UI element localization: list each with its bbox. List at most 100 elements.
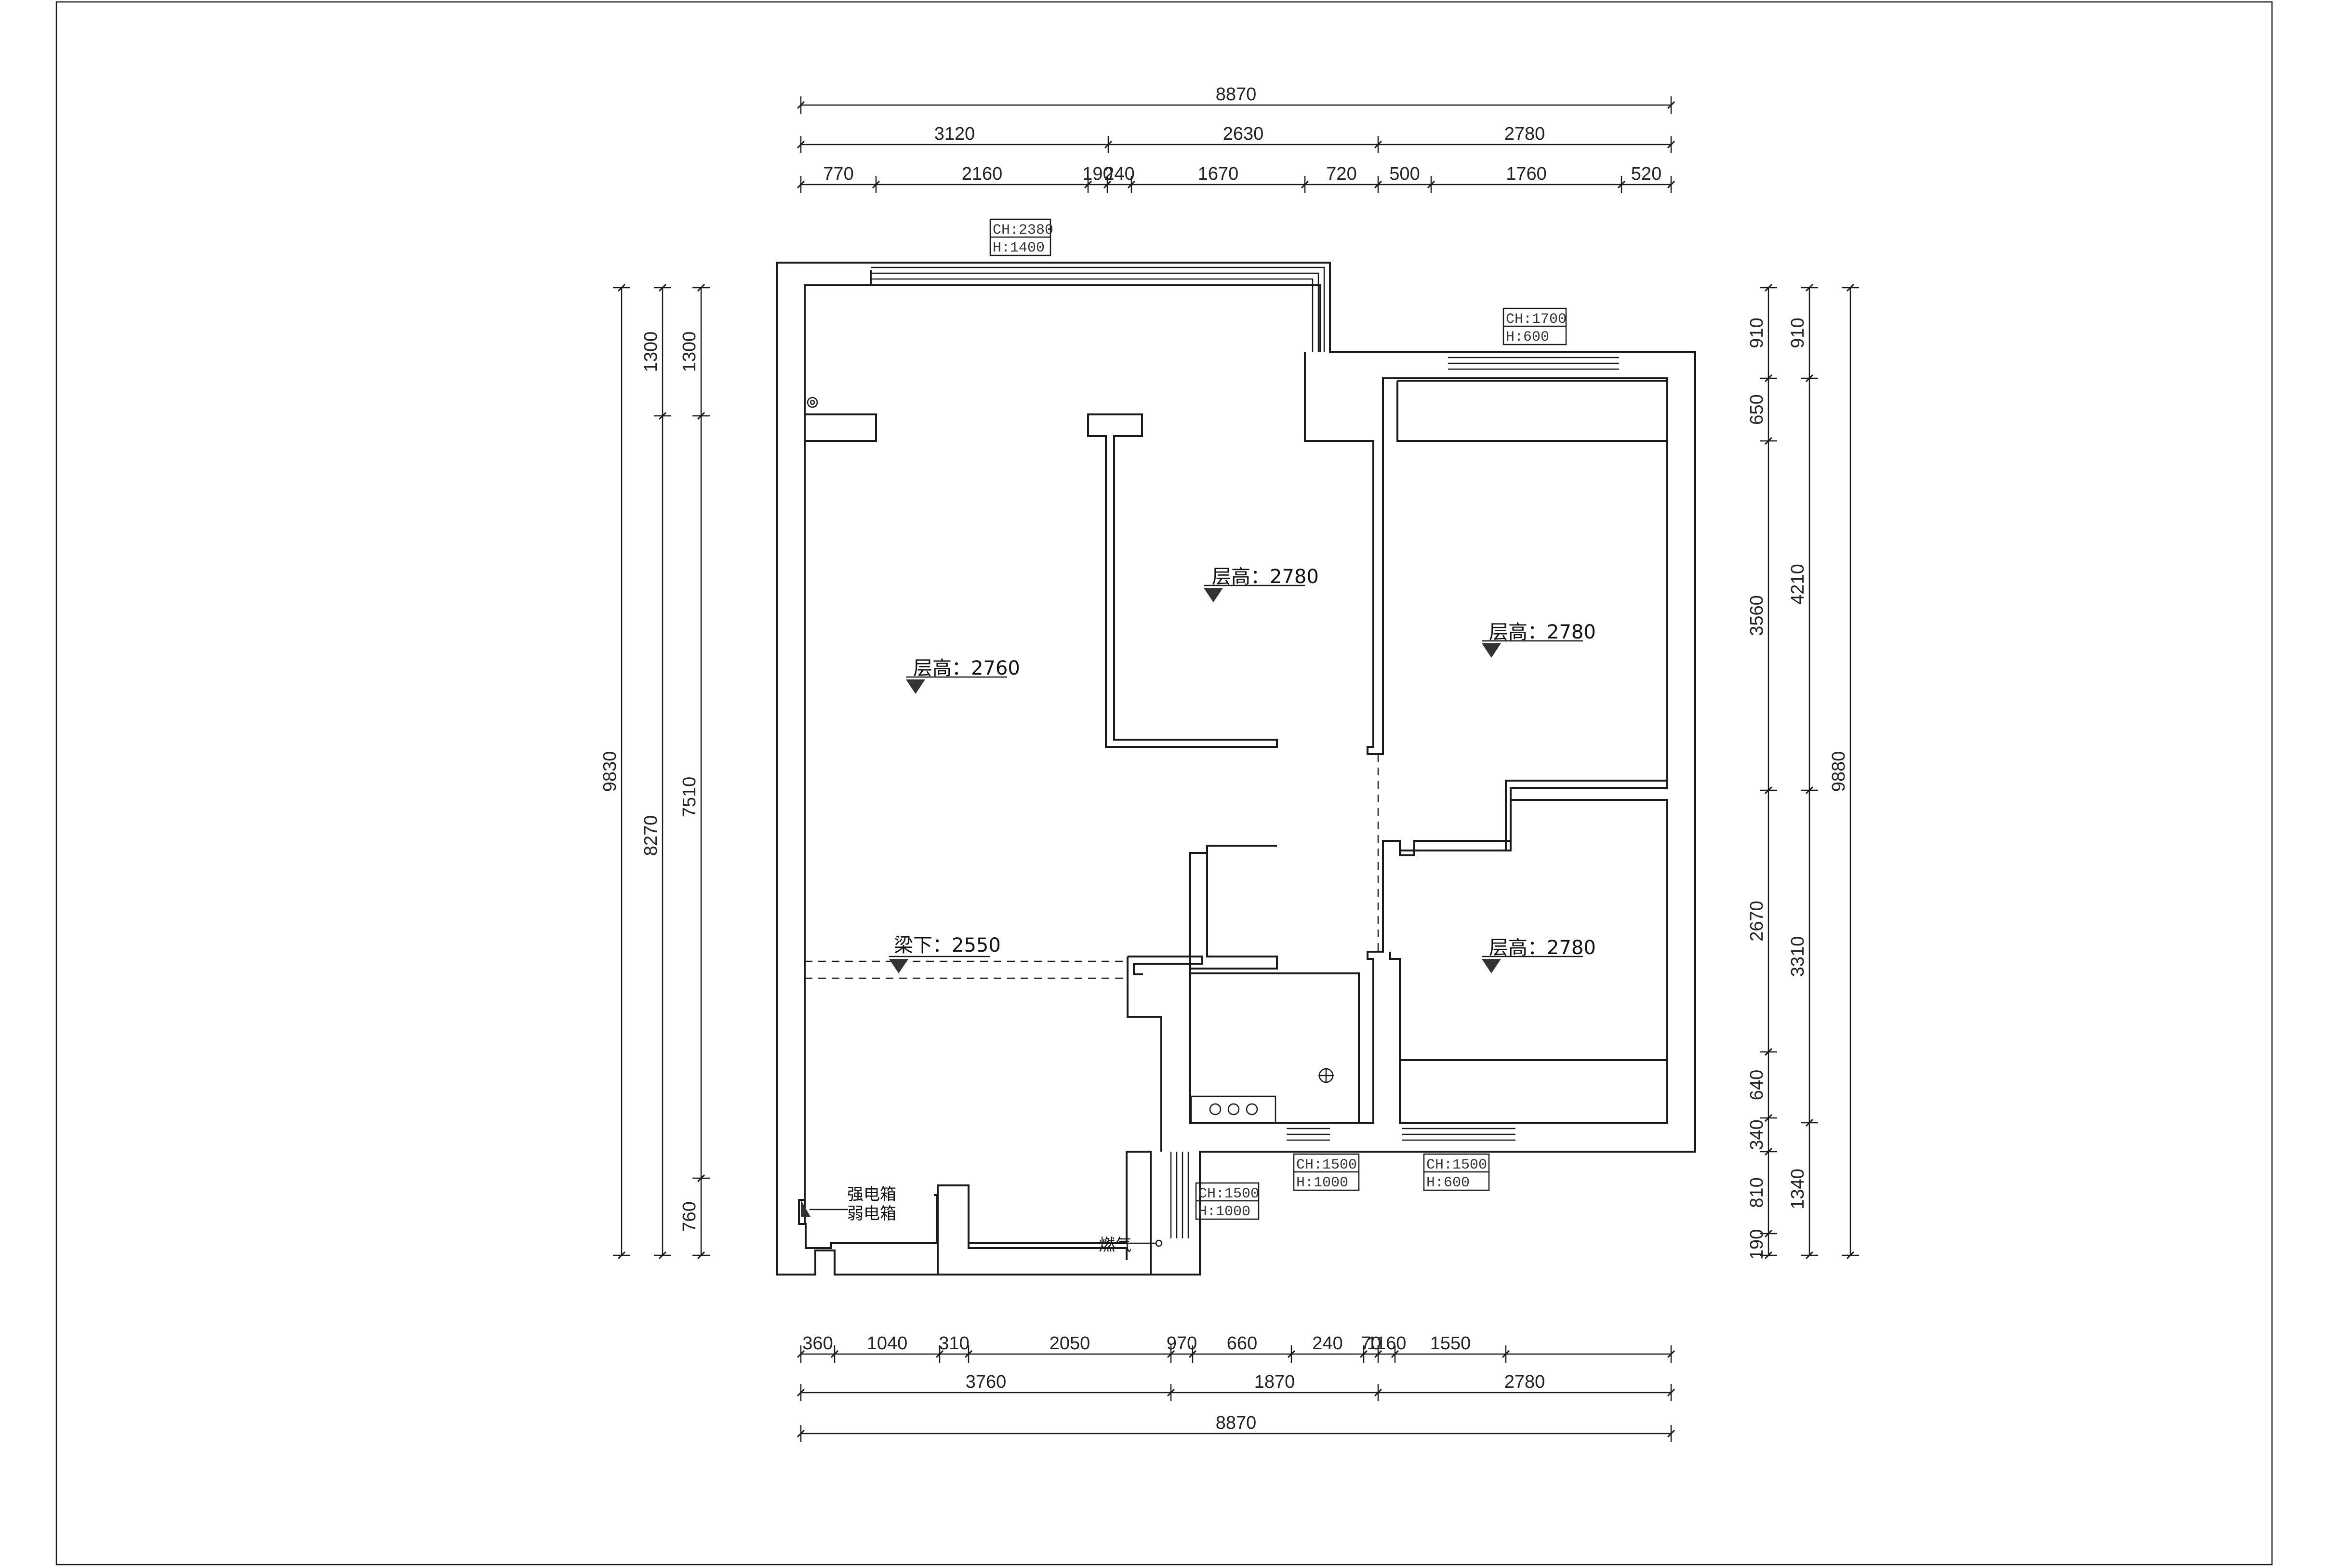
level-marker-icon — [1482, 959, 1501, 973]
level-marker-icon — [889, 959, 908, 973]
window-tag-line: CH:1500 — [1426, 1157, 1487, 1173]
entry-wall — [1127, 957, 1162, 1152]
dim-right-outer-label: 9880 — [1829, 751, 1849, 792]
dimension-tick — [1374, 140, 1382, 149]
dim-bottom-row1-label: 1040 — [867, 1333, 908, 1354]
dimension-tick — [935, 1350, 944, 1358]
dimension-tick — [797, 101, 805, 109]
dimension-tick — [1764, 1114, 1773, 1122]
dimension-tick — [1805, 1251, 1814, 1260]
dim-right-mid-label: 4210 — [1788, 564, 1808, 605]
dim-bottom-row2-label: 2780 — [1504, 1372, 1545, 1392]
stove-icon — [1190, 1095, 1276, 1124]
dimension-tick — [1667, 140, 1675, 149]
dimension-tick — [697, 412, 705, 420]
ceiling-height-bedroom3: 层高：2780 — [1489, 937, 1596, 959]
weak-electric-box-label: 弱电箱 — [847, 1204, 896, 1223]
dimension-tick — [964, 1350, 973, 1358]
dimension-tick — [1127, 180, 1136, 189]
dimension-tick — [1846, 283, 1855, 292]
dimension-tick — [1301, 180, 1309, 189]
dimension-tick — [1764, 1251, 1773, 1260]
dimension-tick — [1805, 1118, 1814, 1127]
dim-top-overall-label: 8870 — [1216, 84, 1257, 105]
window-tag-line: CH:2380 — [993, 222, 1053, 239]
dim-right-inner-label: 340 — [1747, 1119, 1767, 1150]
balcony-railing — [871, 266, 1325, 352]
dim-bottom-row1-label: 240 — [1312, 1333, 1342, 1354]
dimension-tick — [617, 283, 626, 292]
fixtures — [801, 397, 1334, 1247]
dimension-tick — [797, 180, 805, 189]
dimension-tick — [1167, 1388, 1175, 1397]
dimension-tick — [1359, 1350, 1368, 1358]
dim-bottom-row1-label: 1550 — [1430, 1333, 1471, 1354]
strong-electric-box-label: 强电箱 — [847, 1185, 896, 1204]
dimension-tick — [1287, 1350, 1296, 1358]
dim-bottom-row2-label: 1870 — [1254, 1372, 1295, 1392]
dimension-tick — [1374, 180, 1382, 189]
dimension-tick — [1617, 180, 1626, 189]
window-tag-line: H:600 — [1426, 1175, 1470, 1191]
dim-left-inner-label: 7510 — [679, 777, 700, 818]
drain-icon — [807, 397, 818, 408]
dimension-tick — [797, 1350, 805, 1358]
window-tag-line: CH:1500 — [1296, 1157, 1357, 1173]
dimension-tick — [1391, 1350, 1399, 1358]
living-room-wall — [805, 270, 1321, 352]
dim-top-row3-label: 240 — [1104, 164, 1134, 184]
dim-left-mid-label: 1300 — [641, 332, 661, 372]
dimension-tick — [1764, 1048, 1773, 1056]
window-tag-line: H:600 — [1506, 329, 1549, 345]
dim-right-inner-label: 910 — [1747, 318, 1767, 348]
window-tag-entry: CH:1500 H:1000 — [1195, 1182, 1260, 1220]
dimension-tick — [1188, 1350, 1197, 1358]
dimension-tick — [1805, 786, 1814, 795]
dimension-tick — [617, 1251, 626, 1260]
window-tag-line: CH:1700 — [1506, 311, 1567, 328]
master-bedroom-spine — [1087, 413, 1278, 748]
dimension-tick — [1805, 283, 1814, 292]
dimension-tick — [797, 1429, 805, 1438]
window-tag-line: H:1000 — [1198, 1204, 1250, 1220]
dimension-tick — [797, 1388, 805, 1397]
dimension-tick — [1764, 437, 1773, 445]
dim-bottom-row1-label: 970 — [1167, 1333, 1197, 1354]
dim-bottom-row1-label: 660 — [1227, 1333, 1257, 1354]
drawing-border — [55, 1, 2273, 1566]
dimension-tick — [1427, 180, 1435, 189]
window-tag-balcony: CH:2380 H:1400 — [989, 218, 1053, 256]
dimension-tick — [697, 283, 705, 292]
dimension-tick — [1501, 1350, 1510, 1358]
gas-label: 燃气 — [1099, 1236, 1131, 1255]
dimension-tick — [1667, 1350, 1675, 1358]
dim-bottom-overall-label: 8870 — [1216, 1413, 1257, 1433]
dimension-tick — [872, 180, 880, 189]
window-entry-side — [1170, 1152, 1189, 1238]
window-tag-bedroom-bottom: CH:1500 H:600 — [1423, 1153, 1490, 1191]
dimension-tick — [1103, 180, 1112, 189]
dim-right-inner-label: 650 — [1747, 394, 1767, 425]
wall-top-block — [805, 413, 877, 442]
dim-left-outer-label: 9830 — [600, 751, 620, 792]
dimension-tick — [1667, 1388, 1675, 1397]
entry-bottom-wall — [949, 1184, 1128, 1260]
electric-box-icon — [801, 1200, 810, 1217]
kitchen-room — [1189, 972, 1360, 1124]
dimension-tick — [1764, 374, 1773, 383]
dim-right-inner-label: 190 — [1747, 1229, 1767, 1260]
dim-right-inner-label: 810 — [1747, 1177, 1767, 1208]
dim-bottom-row1-label: 360 — [802, 1333, 833, 1354]
dimension-tick — [697, 1174, 705, 1183]
dimension-tick — [1374, 1388, 1382, 1397]
window-bedroom-bottom — [1402, 1122, 1515, 1141]
ceiling-height-master: 层高：2780 — [1212, 566, 1319, 588]
dim-top-row3-label: 720 — [1326, 164, 1356, 184]
dim-bottom-row2-label: 3760 — [966, 1372, 1007, 1392]
window-tag-bedroom-top: CH:1700 H:600 — [1502, 307, 1567, 345]
dimension-tick — [1667, 1429, 1675, 1438]
dimension-tick — [1846, 1251, 1855, 1260]
dim-top-row2-label: 3120 — [934, 124, 975, 144]
